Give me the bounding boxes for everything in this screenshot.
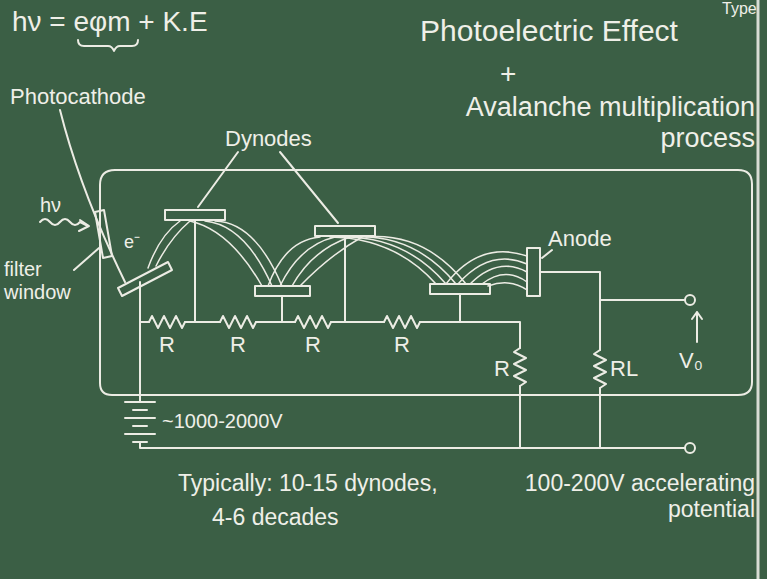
resistor-symbol — [149, 316, 185, 328]
part-name: Dynodes — [225, 126, 312, 151]
arrow-head — [79, 220, 89, 231]
wire — [344, 236, 346, 322]
electron-path — [156, 221, 190, 266]
photon-symbol: hν — [40, 194, 61, 217]
wire — [540, 272, 600, 350]
resistor-symbol — [514, 348, 526, 386]
wire — [194, 220, 196, 322]
part-name: filter window — [4, 258, 74, 304]
part-name: Photocathode — [10, 84, 146, 109]
heading: Avalanche multiplication process — [398, 92, 755, 154]
leader-line — [280, 152, 338, 223]
wire — [139, 282, 141, 402]
electron-path — [488, 283, 527, 290]
output-terminal — [685, 295, 695, 305]
electron-path — [458, 259, 527, 284]
electron-path — [148, 221, 180, 268]
margin-note: Type — [722, 0, 757, 18]
electron-path — [470, 266, 527, 284]
electron-path — [300, 237, 362, 286]
part-name: Anode — [548, 226, 612, 251]
wire — [459, 294, 461, 322]
resistor-symbol — [384, 316, 420, 328]
dynode-plate — [430, 284, 490, 294]
electron-path — [205, 221, 272, 286]
electron-path — [292, 237, 350, 286]
dynode-plate — [315, 226, 375, 236]
electron-path — [342, 237, 446, 284]
board-edge — [757, 0, 760, 579]
wire — [519, 386, 521, 448]
glass-envelope — [100, 170, 752, 395]
leader-line — [198, 152, 238, 207]
heading: Photoelectric Effect — [420, 14, 678, 49]
electron-path — [190, 221, 262, 286]
resistor-symbol — [594, 350, 606, 388]
electron-path — [354, 237, 456, 284]
resistor-label: R — [305, 332, 321, 357]
wire — [281, 296, 283, 322]
resistor-label: R — [494, 356, 510, 381]
signal-name: V₀ — [679, 348, 703, 373]
note: 4-6 decades — [212, 504, 339, 530]
output-terminal — [685, 443, 695, 453]
leader-line — [60, 110, 125, 282]
underbrace — [78, 40, 138, 51]
dynode-plate — [165, 210, 225, 220]
wire — [600, 299, 685, 301]
anode-plate — [527, 248, 540, 296]
note: 100-200V accelerating potential — [490, 470, 755, 523]
resistor-label: R — [159, 332, 175, 357]
electron-path — [268, 237, 320, 286]
resistor-symbol — [295, 316, 331, 328]
dynode-plate — [255, 286, 310, 296]
voltage-value: ~1000-2000V — [162, 410, 283, 433]
battery-symbol — [125, 402, 155, 442]
leader-line — [542, 250, 552, 258]
resistor-label: RL — [610, 356, 638, 381]
leader-line — [74, 248, 99, 270]
wire — [599, 388, 601, 448]
electron-paths — [148, 221, 527, 290]
chalk-lines — [40, 0, 758, 579]
resistor-label: R — [394, 332, 410, 357]
plus-sign: + — [500, 58, 516, 90]
note: Typically: 10-15 dynodes, — [178, 470, 438, 496]
wire — [140, 442, 685, 448]
equation: hν = eφm + K.E — [12, 6, 208, 38]
voltage-arrow — [692, 312, 702, 342]
electron-path — [446, 252, 527, 284]
resistor-label: R — [230, 332, 246, 357]
electron-symbol: e⁻ — [124, 232, 140, 253]
resistor-symbol — [220, 316, 256, 328]
photocathode-plate — [118, 262, 172, 296]
